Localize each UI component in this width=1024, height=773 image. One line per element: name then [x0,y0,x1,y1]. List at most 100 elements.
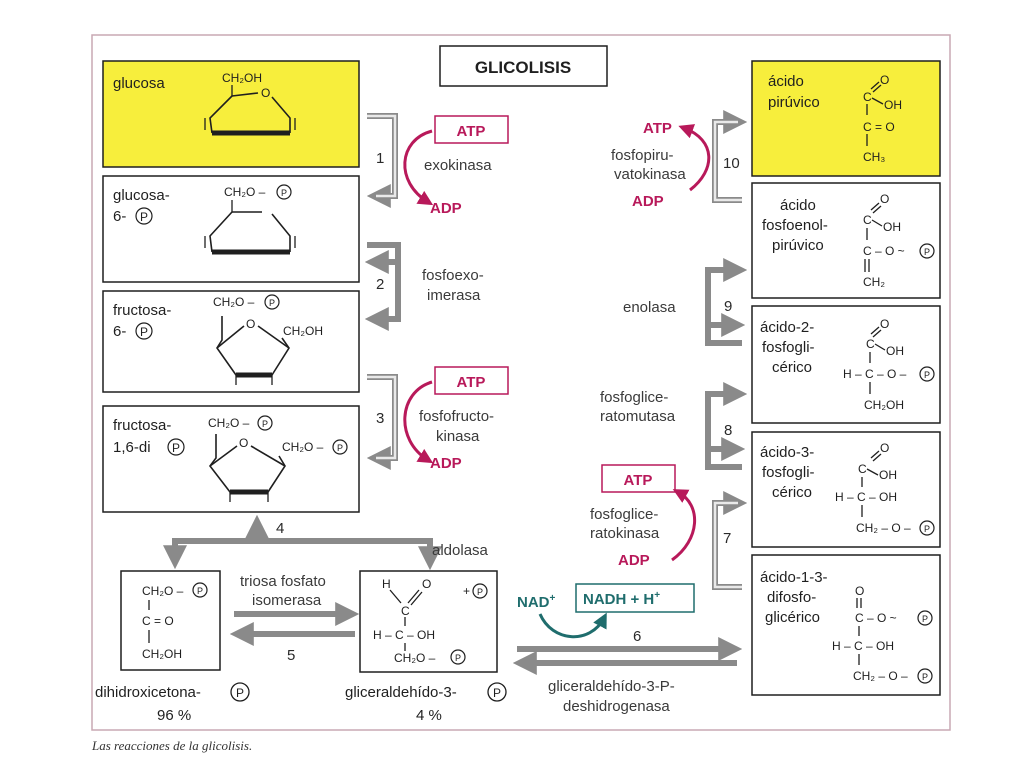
title-box: GLICOLISIS [439,45,608,87]
svg-text:4: 4 [276,520,284,537]
svg-text:C – O ~: C – O ~ [855,611,897,625]
svg-text:fructosa-: fructosa- [113,302,171,319]
svg-text:P: P [172,441,180,455]
svg-text:9: 9 [724,298,732,315]
svg-text:ácido-2-: ácido-2- [760,319,814,336]
svg-text:C = O: C = O [142,614,174,628]
svg-text:OH: OH [886,344,904,358]
svg-text:fructosa-: fructosa- [113,417,171,434]
svg-text:H – C – OH: H – C – OH [835,490,897,504]
svg-text:P: P [924,247,930,257]
step-9: 9 enolasa [623,258,748,346]
svg-text:C: C [401,604,410,618]
molecule-group: CH₂OH [222,71,262,85]
svg-text:gliceraldehído-3-P-: gliceraldehído-3-P- [548,678,675,695]
svg-text:P: P [922,614,928,624]
phosphate-icon [917,668,933,684]
svg-text:CH₂OH: CH₂OH [864,398,904,412]
svg-text:P: P [262,419,268,429]
svg-text:pirúvico: pirúvico [768,94,820,111]
svg-text:C: C [863,90,872,104]
molecule-acido-13-difosfoglicerico: ácido-1-3- difosfo- glicérico O C – O ~ … [751,554,941,696]
svg-text:O: O [880,441,889,455]
phosphate-icon [135,207,153,225]
phosphate-icon [919,520,935,536]
svg-text:fosfoenol-: fosfoenol- [762,217,828,234]
svg-text:ATP: ATP [624,472,653,489]
svg-text:ADP: ADP [618,552,650,569]
step-4: 4 aldolasa [163,514,489,571]
molecule-acido-2-fosfoglicerico: ácido-2- fosfogli- cérico O C OH H – C –… [751,305,941,424]
figure-caption: Las reacciones de la glicolisis. [91,738,252,753]
molecule-glucosa: glucosa CH₂OH O [102,60,360,168]
svg-text:CH₂O –: CH₂O – [213,295,255,309]
phosphate-icon [264,294,280,310]
svg-text:fosfofructo-: fosfofructo- [419,408,494,425]
phosphate-icon [230,682,250,702]
enzyme-label: exokinasa [424,157,492,174]
step-7: 7 ATP fosfoglice- ratokinasa ADP [590,464,748,590]
svg-text:CH₃: CH₃ [863,150,885,164]
svg-text:2: 2 [376,276,384,293]
svg-text:CH₂O –: CH₂O – [394,651,436,665]
molecule-glucosa-6p: glucosa- 6- P CH₂O – P [102,175,360,283]
phosphate-icon [919,243,935,259]
svg-text:P: P [140,210,148,224]
svg-text:O: O [855,584,864,598]
phosphate-icon [487,682,507,702]
svg-text:P: P [281,188,287,198]
svg-text:H – C – OH: H – C – OH [832,639,894,653]
phosphate-icon [135,322,153,340]
phosphate-icon [472,583,488,599]
svg-text:gliceraldehído-3-: gliceraldehído-3- [345,684,457,701]
svg-text:H – C – OH: H – C – OH [373,628,435,642]
svg-text:P: P [924,524,930,534]
svg-text:CH₂ – O –: CH₂ – O – [853,669,908,683]
nadh-label: NADH + H+ [583,590,660,608]
svg-text:fosfogli-: fosfogli- [762,339,815,356]
svg-text:96 %: 96 % [157,707,191,724]
molecule-fructosa-6p: fructosa- 6- P CH₂O – P CH₂OH O [102,290,360,393]
phosphate-icon [276,184,292,200]
svg-text:ácido: ácido [780,197,816,214]
adp-label: ADP [430,200,462,217]
svg-text:imerasa: imerasa [427,287,481,304]
svg-text:ácido-3-: ácido-3- [760,444,814,461]
phosphate-icon [919,366,935,382]
svg-text:fosfogli-: fosfogli- [762,464,815,481]
svg-text:+: + [463,584,470,598]
svg-text:fosfoglice-: fosfoglice- [600,389,668,406]
svg-text:P: P [922,672,928,682]
svg-text:O: O [246,317,255,331]
svg-text:CH₂O –: CH₂O – [142,584,184,598]
svg-text:CH₂O –: CH₂O – [282,440,324,454]
svg-text:cérico: cérico [772,484,812,501]
svg-text:ratomutasa: ratomutasa [600,408,676,425]
svg-text:OH: OH [883,220,901,234]
svg-text:CH₂O –: CH₂O – [224,185,266,199]
phosphate-icon [917,610,933,626]
svg-text:ATP: ATP [643,120,672,137]
svg-text:1,6-di: 1,6-di [113,439,151,456]
svg-text:cérico: cérico [772,359,812,376]
svg-text:O: O [880,73,889,87]
svg-text:ADP: ADP [632,193,664,210]
svg-text:glicérico: glicérico [765,609,820,626]
svg-text:6-: 6- [113,208,126,225]
svg-text:fosfoglice-: fosfoglice- [590,506,658,523]
nad-label: NAD+ [517,593,556,611]
svg-text:C: C [866,337,875,351]
svg-text:CH₂O –: CH₂O – [208,416,250,430]
outer-frame [91,34,951,731]
phosphate-icon [167,438,185,456]
step-6: NAD+ NADH + H+ 6 gliceraldehído-3-P- des… [512,583,743,715]
phosphate-icon [332,439,348,455]
svg-text:6-: 6- [113,323,126,340]
ring-oxygen: O [261,86,270,100]
svg-text:C: C [863,213,872,227]
svg-text:P: P [269,298,275,308]
molecule-fosfoenolpiruvico: ácido fosfoenol- pirúvico O C OH C – O ~… [751,182,941,299]
svg-text:O: O [880,317,889,331]
page-title: GLICOLISIS [475,58,571,77]
